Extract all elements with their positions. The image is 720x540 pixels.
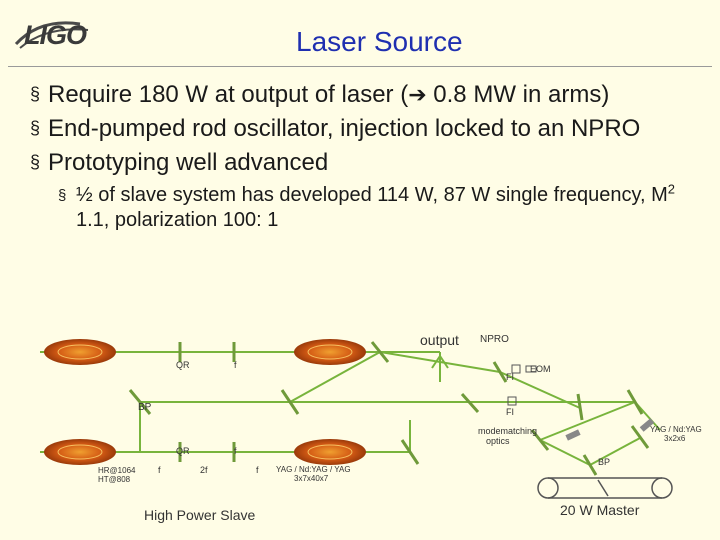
lens-label: 2f [200, 465, 208, 475]
bullet-item: § End-pumped rod oscillator, injection l… [30, 114, 690, 143]
bullet-text: Require 180 W at output of laser ( [48, 81, 409, 108]
ligo-logo-icon [14, 21, 89, 49]
output-label: output [420, 332, 459, 348]
faraday-isolator-icon [511, 364, 521, 374]
bullet-marker-icon: § [30, 152, 41, 172]
bp-label: BP [138, 402, 152, 413]
ht-coating-label: HT@808 [98, 475, 131, 484]
optics-label: optics [486, 436, 510, 446]
laser-head-bottom-left [44, 439, 116, 465]
laser-head-top-left [44, 339, 116, 365]
yag-crystal-icon [565, 429, 581, 441]
bullet-marker-icon: § [30, 118, 41, 138]
bullet-item: § Require 180 W at output of laser (➔ 0.… [30, 80, 690, 109]
bullet-marker-icon: § [30, 84, 41, 104]
npro-label: NPRO [480, 334, 509, 345]
sub-bullet-text: ½ of slave system has developed 114 W, 8… [76, 184, 668, 206]
yag-dimensions-label: 3x2x6 [664, 434, 686, 443]
output-arrow-icon [431, 354, 449, 369]
qr-label: QR [176, 360, 190, 370]
fi-label: FI [506, 372, 514, 382]
lens-label: f [234, 360, 237, 370]
bullet-text: Prototyping well advanced [48, 149, 329, 176]
slide-title: Laser Source [296, 26, 463, 57]
lens-label: f [234, 446, 237, 456]
sub-bullet-text: 1.1, polarization 100: 1 [76, 209, 279, 231]
master-label: 20 W Master [560, 502, 640, 518]
lens-label: f [158, 465, 161, 475]
optical-elements [128, 341, 650, 476]
eom-icon [525, 365, 537, 373]
superscript: 2 [667, 181, 676, 197]
bullet-text: End-pumped rod oscillator, injection loc… [48, 115, 641, 142]
laser-layout-diagram: output NPRO FI EOM BP FI QR f QR f modem… [40, 332, 702, 523]
laser-head-top-right [294, 339, 366, 365]
high-power-slave-label: High Power Slave [144, 507, 255, 523]
bullet-text: 0.8 MW in arms) [426, 81, 610, 108]
hr-coating-label: HR@1064 [98, 466, 136, 475]
bullet-list: § Require 180 W at output of laser (➔ 0.… [30, 80, 690, 233]
qr-label: QR [176, 446, 190, 456]
eom-label: EOM [530, 364, 551, 374]
faraday-isolator-icon [507, 396, 517, 406]
fi-label: FI [506, 407, 514, 417]
sub-bullet-item: § ½ of slave system has developed 114 W,… [58, 181, 690, 233]
bullet-item: § Prototyping well advanced [30, 148, 690, 177]
bp-label: BP [598, 457, 610, 467]
yag-label: YAG / Nd:YAG / YAG [276, 465, 351, 474]
lens-label: f [256, 465, 259, 475]
modematching-label: modematching [478, 426, 537, 436]
yag-label: YAG / Nd:YAG [650, 425, 702, 434]
right-arrow-icon: ➔ [408, 82, 427, 107]
laser-head-bottom-right [294, 439, 366, 465]
title-divider [8, 66, 712, 67]
ligo-logo-text: LIGO [24, 20, 87, 50]
bullet-marker-icon: § [58, 187, 67, 204]
yag-crystal-icon [639, 418, 655, 432]
master-fiber-loops [537, 477, 673, 499]
yag-dimensions-label: 3x7x40x7 [294, 474, 329, 483]
